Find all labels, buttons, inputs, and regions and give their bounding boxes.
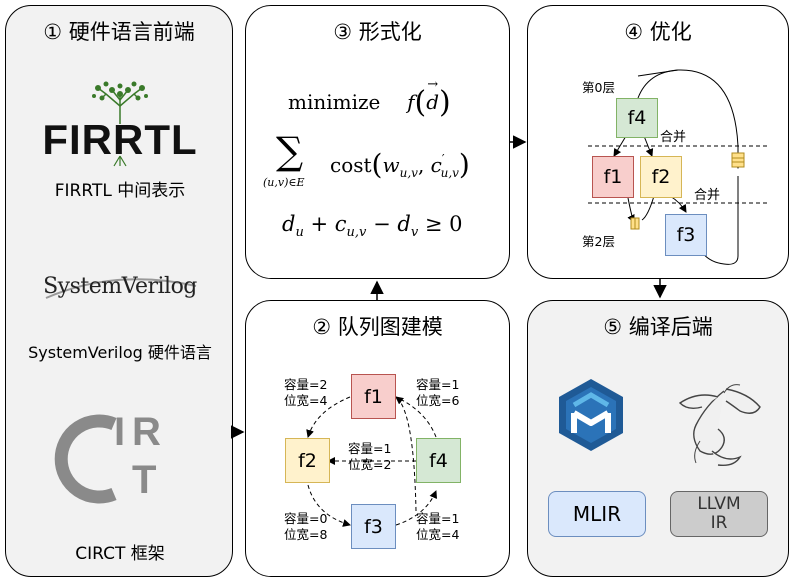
llvm-box: LLVM IR [670, 491, 768, 537]
circt-caption: CIRCT 框架 [75, 544, 165, 564]
firrtl-caption: FIRRTL 中间表示 [54, 181, 186, 201]
layer-2-label: 第2层 [582, 234, 615, 249]
panel-backend-title: ⑤ 编译后端 [603, 315, 713, 339]
queue-node-f3: f3 [351, 504, 396, 549]
panel-formalization-title: ③ 形式化 [333, 20, 422, 44]
systemverilog-caption: SystemVerilog 硬件语言 [28, 343, 212, 362]
sum-subscript: (u,v)∈E [263, 176, 305, 189]
constraint-equation: du + cu,v − dv ≥ 0 [282, 212, 463, 241]
cost-equation: cost(wu,v, c′u,v) [330, 148, 470, 181]
panel-frontend-title: ① 硬件语言前端 [43, 20, 195, 44]
queue-node-f4: f4 [416, 438, 461, 483]
systemverilog-swoosh-icon [45, 278, 197, 299]
panel-frontend: ① 硬件语言前端 FIRRTL FIRRTL 中间表示 SystemVerilo… [5, 5, 233, 577]
firrtl-logo: FIRRTL [42, 116, 198, 163]
objective-equation: minimize f(d→) [288, 77, 451, 120]
merge-label-1: 合并 [660, 130, 687, 145]
llvm-label: LLVM IR [697, 494, 741, 533]
cost-word: cost [330, 153, 372, 177]
opt-node-f3: f3 [665, 214, 707, 256]
circt-letter-t: T [132, 458, 157, 502]
circt-logo-icon [54, 414, 117, 504]
mlir-logo-icon [559, 379, 623, 451]
panel-queue-graph-title: ② 队列图建模 [312, 315, 443, 339]
circt-letter-r: R [132, 410, 161, 454]
panel-formalization: ③ 形式化 minimize f(d→) ∑ (u,v)∈E cost(wu,v… [245, 5, 510, 279]
tree-icon [92, 81, 148, 167]
queue-graph-edges [306, 396, 437, 527]
panel-backend: ⑤ 编译后端 MLIR LLVM IR [527, 300, 789, 577]
queue-node-f1: f1 [351, 374, 396, 419]
queue-node-f2: f2 [285, 438, 330, 483]
systemverilog-logo: SystemVerilog [43, 274, 197, 299]
mlir-label: MLIR [572, 502, 622, 526]
panel-optimization-title: ④ 优化 [624, 20, 692, 44]
circt-letter-i: I [114, 410, 126, 454]
llvm-dragon-icon [678, 384, 761, 467]
mlir-box: MLIR [548, 491, 646, 537]
opt-node-f2: f2 [640, 156, 682, 198]
layer-0-label: 第0层 [582, 80, 615, 95]
opt-node-f1: f1 [592, 156, 634, 198]
merge-label-2: 合并 [694, 188, 721, 203]
sum-symbol: ∑ [276, 129, 304, 173]
panel-optimization: ④ 优化 f4 [527, 5, 789, 279]
opt-node-f4: f4 [616, 98, 658, 138]
minimize-word: minimize [288, 90, 381, 114]
